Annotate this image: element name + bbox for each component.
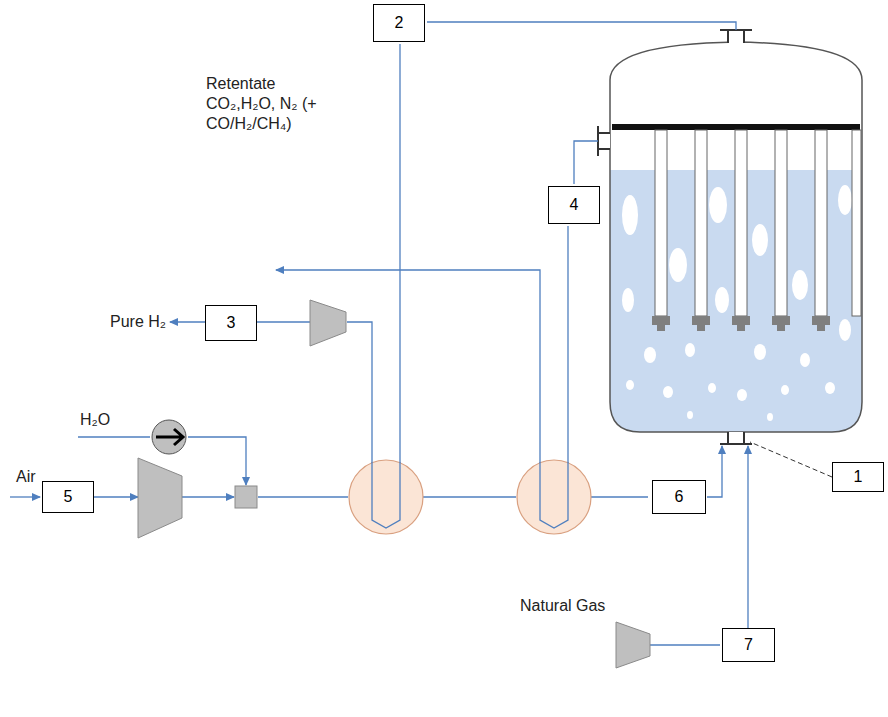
stream-label: Retentate CO₂,H₂O, N₂ (+ CO/H₂/CH₄) xyxy=(206,74,324,134)
callout-box: 6 xyxy=(652,480,706,514)
callout-box: 7 xyxy=(722,628,775,662)
stream-label: H₂O xyxy=(80,410,110,430)
heat-exchanger xyxy=(517,460,591,534)
air-compressor xyxy=(138,458,182,538)
callout-number: 3 xyxy=(227,314,236,332)
process-lines xyxy=(10,22,748,645)
callout-box: 3 xyxy=(205,305,257,341)
callout-number: 5 xyxy=(64,488,73,506)
callout-number: 1 xyxy=(854,468,863,486)
callout-box: 5 xyxy=(42,481,94,513)
stream-label: Pure H₂ xyxy=(110,312,166,332)
flanges xyxy=(598,30,752,444)
tube-caps xyxy=(652,316,830,331)
callout-box: 2 xyxy=(373,4,425,42)
tube-sheet xyxy=(612,124,860,130)
callout-number: 6 xyxy=(675,488,684,506)
reactor-vessel xyxy=(610,42,862,432)
stream-label: Air xyxy=(16,467,36,487)
callout-box: 1 xyxy=(832,462,884,492)
callout-number: 2 xyxy=(395,14,404,32)
mixer xyxy=(235,486,257,508)
heat-exchanger xyxy=(349,460,423,534)
callout-box: 4 xyxy=(548,186,600,224)
stream-label: Natural Gas xyxy=(520,596,605,616)
hydrogen-compressor xyxy=(310,300,346,346)
callout-number: 7 xyxy=(744,636,753,654)
gas-compressor xyxy=(616,622,650,668)
exchanger-tubes xyxy=(372,462,568,528)
pump-arrow xyxy=(156,429,183,445)
callout-number: 4 xyxy=(570,196,579,214)
leader-line xyxy=(750,442,832,477)
membrane-tubes xyxy=(655,130,861,316)
water-pump xyxy=(152,420,186,454)
